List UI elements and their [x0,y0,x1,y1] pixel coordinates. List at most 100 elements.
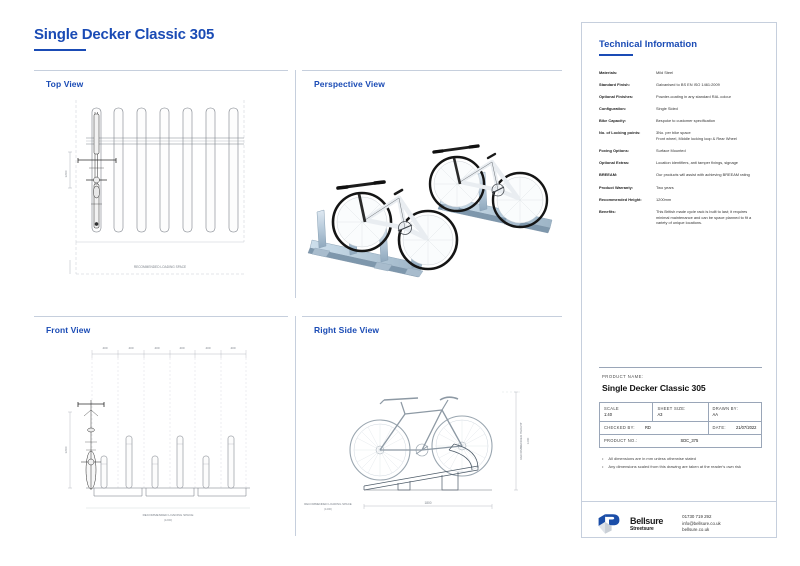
svg-text:400: 400 [154,346,159,350]
spec-value: Powder-coating in any standard RAL colou… [656,93,731,99]
view-grid: Top View [34,70,562,536]
product-no-value: SDC_375 [680,437,699,443]
drawing-notes: • All dimensions are in mm unless otherw… [599,448,762,473]
spec-row: No. of Locking points: 3No. per bike spa… [599,130,762,148]
panel-rule [34,316,288,317]
contact-phone: 01730 719 292 [682,514,712,520]
note-text: All dimensions are in mm unless otherwis… [608,455,696,461]
technical-information-title: Technical Information [599,39,698,50]
spec-key: Foxing Options: [599,148,630,154]
spec-row: Bike Capacity: Bespoke to customer speci… [599,118,762,130]
svg-text:400: 400 [102,346,107,350]
spec-row: Foxing Options: Surface Mounted [599,148,762,160]
sheet-size-value: A3 [657,411,663,417]
spec-row: Recommended Height: 1200mm [599,197,762,209]
svg-text:400: 400 [128,346,133,350]
product-name-caption: PRODUCT NAME: [602,374,644,379]
spec-value: 1200mm [656,196,672,202]
side-view-height-label: RECOMMENDED HEIGHT [519,422,523,460]
page-title: Single Decker Classic 305 [34,26,215,43]
title-block-grid: SCALE 1:40 SHEET SIZE: A3 DRAWN BY: AA [598,402,763,448]
panel-rule [302,70,562,71]
svg-text:(1200): (1200) [324,507,332,511]
perspective-view-render [302,92,562,298]
panel-label-right-side-view: Right Side View [314,325,380,335]
scale-cell: SCALE 1:40 [598,402,654,422]
sheet-size-label: SHEET SIZE: [657,406,686,411]
spec-row: Optional Extras: Location identifiers, a… [599,160,762,172]
side-view-note: RECOMMENDED LOADING SPACE [304,502,352,506]
spec-value: Our products will assist with achieving … [656,172,750,178]
scale-label: SCALE [604,406,619,411]
date-cell: DATE: 21/07/2022 [707,420,763,435]
checked-by-cell: CHECKED BY: RD [599,420,709,435]
spec-value: Two years [656,184,674,190]
product-name-value: Single Decker Classic 305 [602,383,706,393]
svg-text:(1200): (1200) [164,518,172,522]
contact-website[interactable]: bellsure.co.uk [682,527,710,533]
title-block-row: SCALE 1:40 SHEET SIZE: A3 DRAWN BY: AA [598,402,763,422]
sheet-size-cell: SHEET SIZE: A3 [652,402,709,422]
spec-value: Location identifiers, anti tamper fixing… [656,160,738,166]
spec-row: Optional Finishes: Powder-coating in any… [599,94,762,106]
product-no-label: PRODUCT NO.: [604,437,638,443]
drawn-by-cell: DRAWN BY: AA [707,402,763,422]
contact-email[interactable]: info@bellsure.co.uk [682,520,721,526]
side-view-length: 1800 [424,501,431,505]
note-item: • All dimensions are in mm unless otherw… [602,456,762,465]
drawn-by-value: AA [712,411,718,417]
technical-information-header: Technical Information [582,23,776,56]
footer: Bellsure Streetsure 01730 719 292 info@b… [582,501,776,537]
panel-front-view: Front View [34,316,288,536]
spec-row: Benefits: This British made cycle rack i… [599,209,762,232]
drawings-column: Single Decker Classic 305 Top View [34,26,562,536]
spec-value: This British made cycle rack is built to… [656,208,752,226]
spec-value: Surface Mounted [656,148,686,154]
panel-label-perspective-view: Perspective View [314,79,385,89]
spec-key: No. of Locking points: [599,130,641,136]
date-value: 21/07/2022 [735,424,757,430]
spec-key: BREEAM: [599,172,618,178]
spec-value: 3No. per bike space Front wheel, Middle … [656,130,737,141]
right-side-view-drawing: RECOMMENDED HEIGHT 1200 1800 RECOMMENDED… [302,338,562,536]
spec-row: Materials: Mild Steel [599,70,762,82]
checked-by-value: RD [644,424,651,430]
contact-details: 01730 719 292 info@bellsure.co.uk bellsu… [682,514,721,534]
spec-row: Configuration: Single Sided [599,106,762,118]
drawn-by-label: DRAWN BY: [712,406,739,411]
title-block-divider [599,367,762,368]
top-view-note: RECOMMENDED LOADING SPACE [134,265,186,269]
svg-text:400: 400 [205,346,210,350]
scale-value: 1:40 [604,411,612,417]
svg-text:1200: 1200 [64,446,68,453]
title-block-row: PRODUCT NO.: SDC_375 [599,433,762,448]
panel-right-side-view: Right Side View [302,316,562,536]
svg-text:400: 400 [179,346,184,350]
spec-value: Bespoke to customer specification [656,118,716,124]
spec-key: Materials: [599,69,618,75]
spec-key: Standard Finish: [599,81,631,87]
title-block-row: CHECKED BY: RD DATE: 21/07/2022 [599,420,763,435]
logo-name: Bellsure [630,515,664,526]
grid-divider-vertical-bottom [295,316,296,536]
svg-text:1200: 1200 [64,170,68,177]
spec-key: Benefits: [599,208,616,214]
note-item: • Any dimensions scaled from this drawin… [602,464,762,473]
top-view-drawing: 1200 RECOMMENDED LOADING SPACE [34,92,288,298]
spec-value: Single Sided [656,105,678,111]
product-no-cell: PRODUCT NO.: SDC_375 [599,433,762,448]
bullet-icon: • [602,455,604,461]
spec-key: Optional Extras: [599,160,630,166]
bellsure-logo-icon [596,511,622,537]
note-text: Any dimensions scaled from this drawing … [608,464,742,470]
spec-value: Mild Steel [656,69,674,75]
spec-key: Recommended Height: [599,196,642,202]
panel-rule [302,316,562,317]
logo-wordmark: Bellsure Streetsure [630,515,664,532]
front-view-note: RECOMMENDED LOADING SPACE [143,513,194,517]
panel-perspective-view: Perspective View [302,70,562,298]
grid-divider-vertical-top [295,70,296,298]
svg-text:400: 400 [230,346,235,350]
technical-information-underline [599,54,633,56]
